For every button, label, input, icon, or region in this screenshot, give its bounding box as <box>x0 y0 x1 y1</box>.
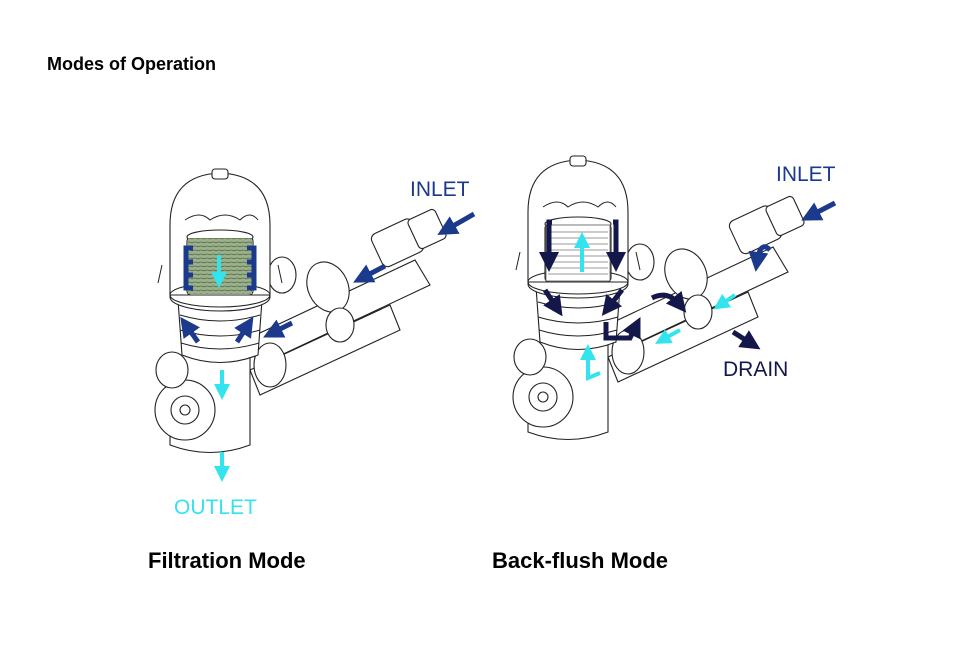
drain-flow-arrows <box>539 219 761 350</box>
outlet-label: OUTLET <box>174 496 257 519</box>
outlet-flow-arrows <box>211 255 230 482</box>
inlet-flow-arrows <box>180 211 476 344</box>
inlet-label: INLET <box>776 163 836 186</box>
backflush-mode-caption: Back-flush Mode <box>492 548 669 573</box>
inlet-label: INLET <box>410 178 470 201</box>
backflush-mode-diagram <box>513 156 837 440</box>
drain-label: DRAIN <box>723 358 789 381</box>
backflush-flow-arrows <box>574 232 737 381</box>
filter-illustration <box>155 169 447 453</box>
filtration-mode-caption: Filtration Mode <box>148 548 306 573</box>
filter-screen <box>545 224 611 282</box>
page-title: Modes of Operation <box>47 54 217 74</box>
inlet-flow-arrows <box>748 200 837 272</box>
filtration-mode-diagram <box>155 169 476 482</box>
